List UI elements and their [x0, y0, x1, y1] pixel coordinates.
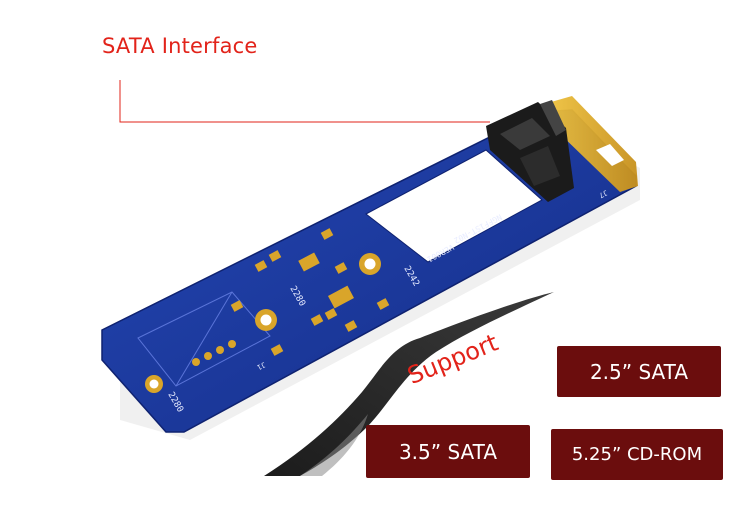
silkscreen-j1: J1 [256, 360, 267, 371]
badge-3-5-sata-text: 3.5” SATA [398, 439, 498, 464]
silkscreen-j7: J7 [598, 188, 609, 199]
sata-interface-label: SATA Interface [102, 34, 258, 58]
badge-5-25-cd-rom-text: 5.25” CD-ROM [571, 444, 703, 465]
badge-5-25-cd-rom: 5.25” CD-ROM [551, 429, 723, 480]
board-cutout [365, 149, 543, 263]
m2-gold-contacts [544, 96, 638, 192]
badge-2-5-sata-text: 2.5” SATA [589, 359, 689, 384]
decorative-swoosh [264, 292, 554, 476]
pcb-board: NGFF1ST-N02 VER001 2242 2280 2280 J1 J7 [101, 96, 638, 433]
badge-2-5-sata: 2.5” SATA [557, 346, 721, 397]
badge-3-5-sata: 3.5” SATA [366, 425, 530, 478]
callout-leader-line [119, 80, 490, 123]
sata-connector [486, 100, 574, 202]
